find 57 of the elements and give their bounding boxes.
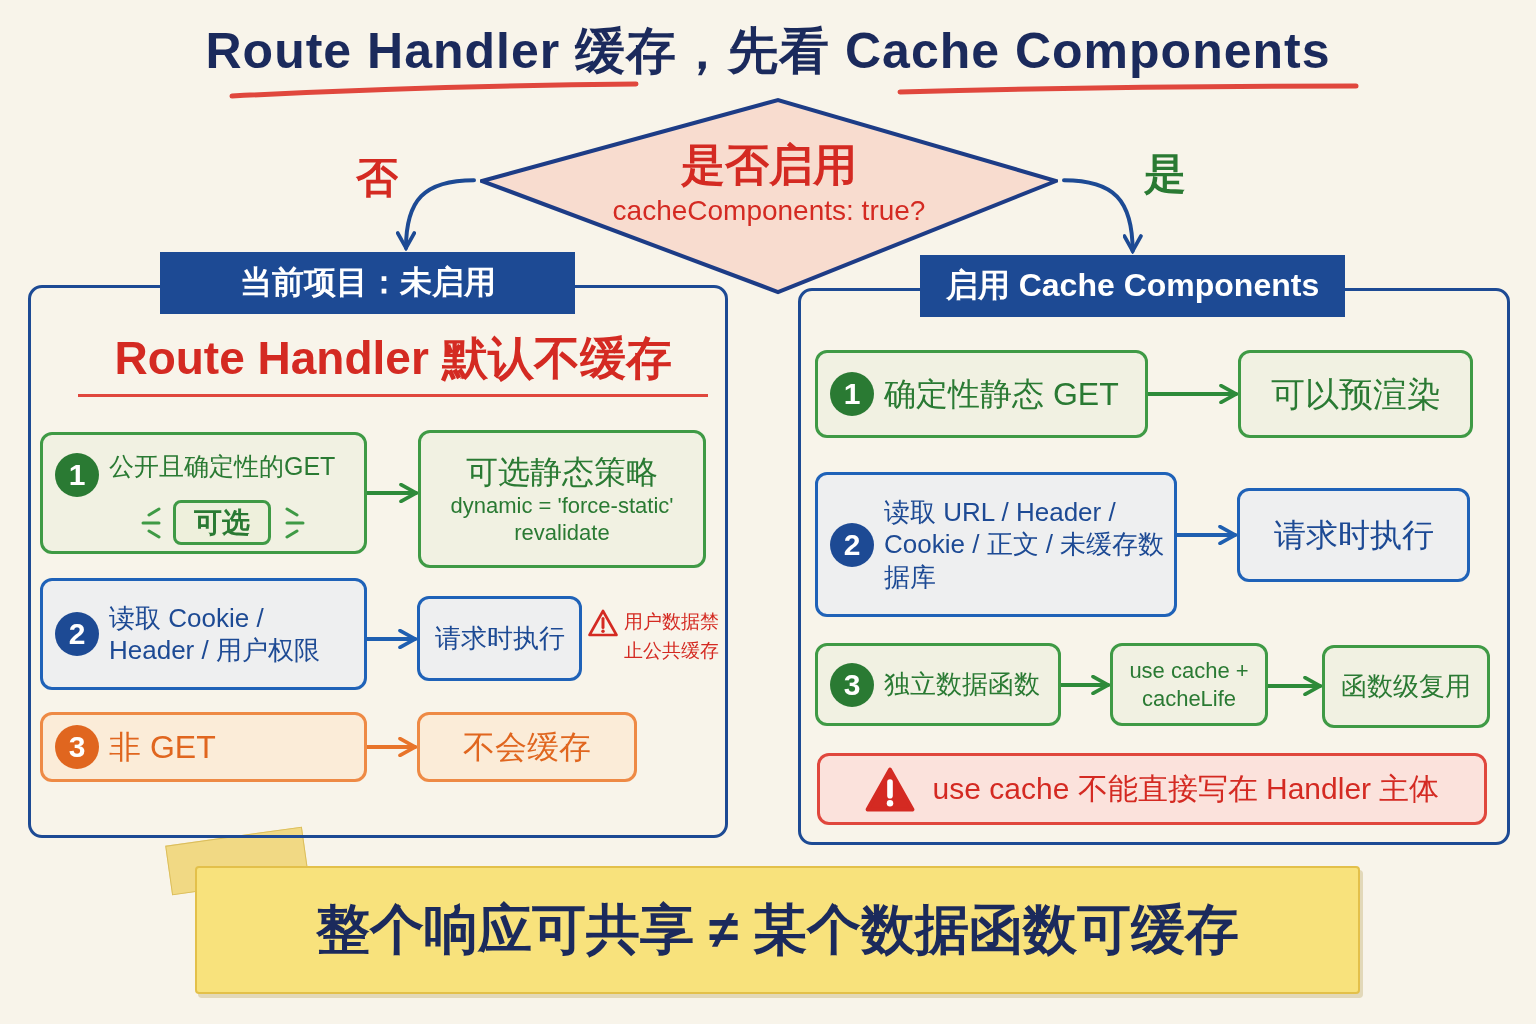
number-badge: 2 <box>830 522 874 567</box>
title: Route Handler 缓存，先看 Cache Components <box>204 22 1332 81</box>
step-text: 确定性静态 GET <box>884 375 1120 414</box>
step-box <box>40 712 367 782</box>
warning-note: 用户数据禁止公共缓存 <box>624 610 720 663</box>
step-text: 读取 URL / Header / Cookie / 正文 / 未缓存数据库 <box>884 495 1166 594</box>
result-box <box>1322 645 1490 728</box>
arrow <box>365 736 417 758</box>
result-box <box>1110 643 1268 726</box>
number-badge: 2 <box>55 612 99 656</box>
step-box <box>815 472 1177 617</box>
number-badge: 1 <box>830 372 874 416</box>
panel-heading: Route Handler 默认不缓存 <box>78 328 708 397</box>
arrow <box>1062 178 1143 253</box>
warning-text: use cache 不能直接写在 Handler 主体 <box>932 771 1440 808</box>
arrow <box>1266 675 1322 697</box>
arrow <box>1175 524 1237 546</box>
result-box <box>417 596 582 681</box>
arrow <box>365 628 417 650</box>
step-box <box>815 643 1061 726</box>
result-text: 请求时执行 <box>434 622 565 655</box>
step-box <box>40 432 367 554</box>
result-text: use cache + cacheLife <box>1128 657 1250 712</box>
panel-frame <box>28 252 728 838</box>
step-box <box>815 350 1148 438</box>
arrow <box>365 482 418 504</box>
result-text: revalidate <box>514 519 610 547</box>
number-badge: 3 <box>830 662 874 707</box>
result-text: 可选静态策略 <box>466 452 658 492</box>
number-badge: 3 <box>55 725 99 769</box>
result-box <box>417 712 637 782</box>
result-box <box>1237 488 1470 582</box>
result-text: 请求时执行 <box>1273 516 1434 555</box>
sticky-note <box>195 866 1360 994</box>
result-box <box>418 430 706 568</box>
number-badge: 1 <box>55 453 99 497</box>
step-text: 非 GET <box>109 728 217 767</box>
result-text: 可以预渲染 <box>1270 373 1441 415</box>
arrow <box>1146 383 1238 405</box>
result-box <box>1238 350 1473 438</box>
code-text: cacheComponents: true? <box>612 194 926 227</box>
result-text: 不会缓存 <box>463 728 591 767</box>
note-text: 整个响应可共享 ≠ 某个数据函数可缓存 <box>315 897 1240 961</box>
arrow <box>1059 674 1110 696</box>
step-text: 读取 Cookie / Header / 用户权限 <box>109 601 321 667</box>
panel-banner: 当前项目：未启用 <box>160 252 575 314</box>
warning-box <box>817 753 1487 825</box>
step-box <box>40 578 367 690</box>
decision-question: 是否启用 <box>681 138 857 191</box>
result-text: 函数级复用 <box>1341 670 1471 703</box>
result-text: dynamic = 'force-static' <box>450 491 674 519</box>
step-text: 独立数据函数 <box>884 668 1041 701</box>
step-text: 公开且确定性的GET <box>109 451 337 482</box>
panel-banner: 启用 Cache Components <box>920 255 1345 317</box>
panel-frame <box>798 255 1510 845</box>
tag-label: 可选 <box>173 500 271 545</box>
arrow <box>396 178 476 250</box>
